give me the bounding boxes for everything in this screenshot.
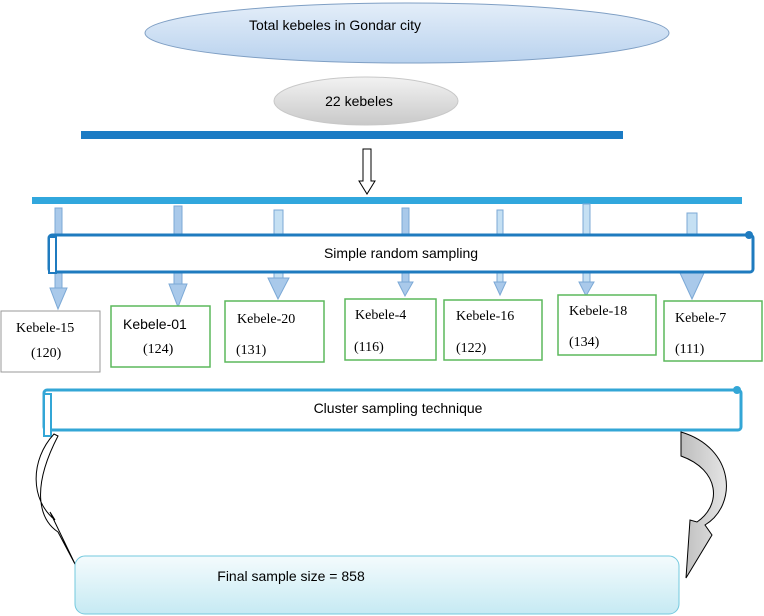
kebele-box: Kebele-4 (116) xyxy=(344,298,437,361)
count-node-label: 22 kebeles xyxy=(325,93,393,109)
kebele-name: Kebele-4 xyxy=(355,308,406,323)
kebele-count: (131) xyxy=(236,343,267,358)
kebele-count: (116) xyxy=(354,340,384,355)
kebele-box: Kebele-15 (120) xyxy=(0,310,101,373)
down-arrow-icon xyxy=(358,148,376,195)
simple-sampling-banner: Simple random sampling xyxy=(47,231,755,274)
cluster-sampling-banner: Cluster sampling technique xyxy=(42,386,743,437)
kebele-count: (111) xyxy=(675,342,705,357)
final-sample-box: Final sample size = 858 xyxy=(74,555,680,615)
kebele-box: Kebele-20 (131) xyxy=(224,300,325,363)
top-divider-bar xyxy=(81,131,623,139)
kebele-box: Kebele-18 (134) xyxy=(557,294,657,356)
kebele-box: Kebele-7 (111) xyxy=(663,300,763,362)
kebele-name: Kebele-16 xyxy=(456,309,514,324)
kebele-count: (120) xyxy=(31,346,62,361)
cluster-sampling-label: Cluster sampling technique xyxy=(314,400,483,416)
kebele-name: Kebele-15 xyxy=(16,321,74,336)
kebele-name: Kebele-01 xyxy=(123,316,187,332)
kebele-box: Kebele-16 (122) xyxy=(443,299,543,361)
top-node-label: Total kebeles in Gondar city xyxy=(249,17,421,33)
kebele-box: Kebele-01 (124) xyxy=(110,305,211,368)
kebele-boxes: Kebele-15 (120) Kebele-01 (124) Kebele-2… xyxy=(0,294,763,373)
right-curved-arrow-icon xyxy=(680,431,727,579)
kebele-count: (124) xyxy=(143,342,174,357)
count-node-ellipse xyxy=(273,76,459,126)
kebele-count: (122) xyxy=(456,341,487,356)
kebele-name: Kebele-20 xyxy=(237,312,295,327)
kebele-name: Kebele-7 xyxy=(675,311,726,326)
final-sample-label: Final sample size = 858 xyxy=(217,568,365,584)
kebele-count: (134) xyxy=(569,335,600,350)
left-curved-arrow-icon xyxy=(35,433,77,567)
distribution-bar xyxy=(32,197,742,204)
kebele-name: Kebele-18 xyxy=(569,304,627,319)
simple-sampling-label: Simple random sampling xyxy=(324,245,478,261)
top-node-ellipse xyxy=(144,2,670,64)
